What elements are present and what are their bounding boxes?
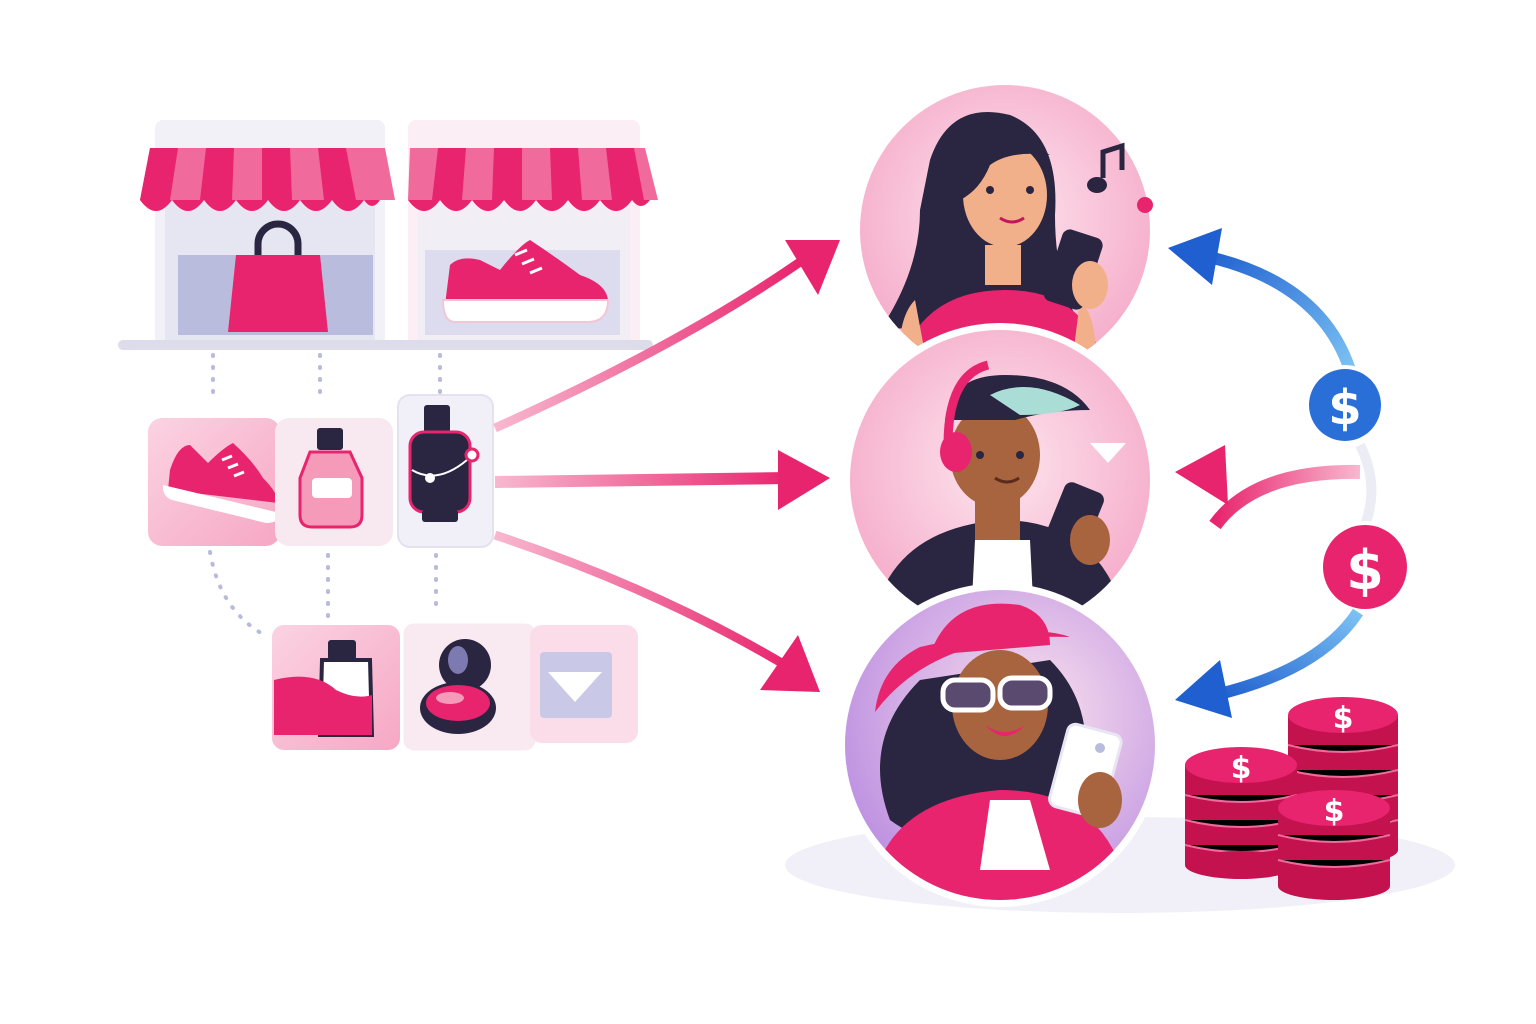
payment-badge-blue: $	[1305, 365, 1385, 445]
music-note-icon	[1087, 142, 1125, 193]
product-tile-perfume	[275, 418, 393, 546]
dollar-sign-icon: $	[1346, 539, 1384, 602]
influencer-avatar-1	[853, 78, 1157, 382]
awning	[140, 148, 395, 211]
sun-hat-icon	[875, 603, 1070, 712]
coin-stack-front: $	[1277, 790, 1391, 900]
smartphone-icon	[1041, 482, 1104, 563]
payment-arrow-top	[1168, 228, 1356, 372]
arrow-to-influencer-2	[494, 450, 830, 510]
product-tile-sneaker	[148, 418, 280, 546]
store-base-line	[118, 340, 653, 350]
headphones-icon	[940, 360, 990, 472]
sneaker-icon	[162, 443, 280, 523]
product-tile-compact	[400, 620, 539, 754]
cosmetic-tube-icon	[274, 640, 375, 737]
shopping-bag-icon	[228, 220, 328, 332]
sparkle-icon	[1137, 197, 1153, 213]
awning	[408, 148, 658, 211]
dollar-sign-icon: $	[1324, 794, 1345, 829]
perfume-bottle-icon	[298, 428, 364, 529]
heart-icon	[548, 672, 602, 702]
product-tile-cosmetic	[272, 625, 400, 750]
smartwatch-icon	[408, 405, 480, 522]
connector-arc	[1355, 442, 1377, 527]
store-front-2	[408, 120, 658, 345]
payment-arrow-bottom	[1175, 608, 1364, 718]
arrow-to-influencer-1	[493, 240, 840, 433]
dollar-sign-icon: $	[1231, 751, 1252, 786]
product-tile-heart	[530, 625, 638, 743]
dotted-connectors	[208, 353, 442, 639]
coin-stack-left: $	[1184, 747, 1298, 879]
dollar-sign-icon: $	[1328, 380, 1361, 436]
influencer-avatar-3	[838, 583, 1162, 907]
store-front-1	[140, 120, 395, 345]
payment-badge-pink: $	[1319, 521, 1411, 613]
dollar-sign-icon: $	[1333, 701, 1354, 736]
payment-arrow-middle	[1175, 445, 1361, 530]
product-tile-watch	[397, 394, 494, 548]
arrow-to-influencer-3	[493, 530, 820, 692]
sunglasses-icon	[940, 675, 1053, 713]
heart-icon	[1090, 443, 1126, 463]
compact-mirror-icon	[420, 639, 496, 734]
sneaker-icon	[441, 240, 610, 323]
